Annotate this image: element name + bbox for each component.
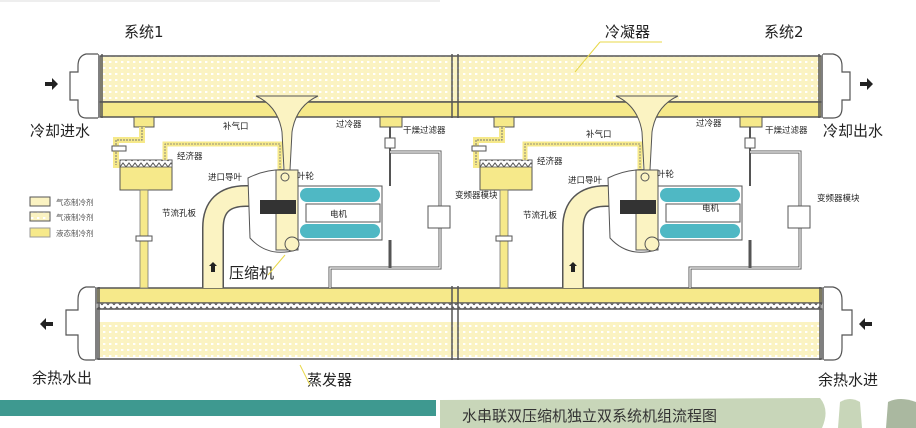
cooling-water-in-label: 冷却进水 (30, 122, 90, 140)
evaporator-right-head (819, 286, 853, 361)
subcooler-label-2: 过冷器 (696, 118, 722, 129)
legend-swatch-gas (29, 196, 51, 207)
dry-filter-label-1: 干燥过滤器 (403, 125, 446, 136)
condenser-label: 冷凝器 (605, 23, 650, 41)
evaporator-shell (96, 286, 823, 360)
compressor-label: 压缩机 (229, 264, 274, 282)
subcooler-label-1: 过冷器 (336, 119, 362, 130)
cooling-water-out-label: 冷却出水 (823, 122, 883, 140)
waste-heat-water-out-label: 余热水出 (32, 369, 92, 387)
system2-circuit (471, 95, 811, 289)
legend-label-gas: 气态制冷剂 (56, 197, 94, 207)
diagram-title: 水串联双压缩机独立双系统机组流程图 (462, 407, 717, 425)
inverter-module-label-1: 变频器模块 (455, 190, 498, 201)
evaporator-label: 蒸发器 (307, 371, 352, 389)
title-bar (0, 400, 436, 416)
inlet-guide-vane-label-1: 进口导叶 (208, 173, 243, 183)
leader-lines (267, 41, 662, 386)
title-banner-bg (440, 398, 826, 428)
make-up-port-label-2: 补气口 (586, 129, 612, 140)
condenser-left-head (69, 53, 103, 119)
make-up-port-label-1: 补气口 (223, 121, 249, 132)
system1-label: 系统1 (124, 23, 164, 41)
dry-filter-label-2: 干燥过滤器 (765, 125, 808, 136)
system2-label: 系统2 (764, 23, 804, 41)
legend-swatch-two-phase (29, 211, 51, 222)
orifice-plate-label-2: 节流孔板 (523, 210, 558, 221)
waste-heat-water-in-label: 余热水进 (818, 371, 878, 389)
decor-shape (886, 399, 916, 428)
evaporator-left-head (65, 286, 100, 361)
cooling-water-out-arrow-icon (860, 78, 873, 90)
decor-shape (838, 399, 862, 428)
economizer-label-2: 经济器 (537, 156, 563, 167)
motor-label-2: 电机 (702, 203, 720, 214)
impeller-label-2: 叶轮 (657, 169, 675, 180)
system1-circuit (111, 95, 451, 289)
orifice-plate-label-1: 节流孔板 (162, 208, 197, 219)
waste-heat-out-arrow-icon (40, 318, 53, 330)
inverter-module-label-2: 变频器模块 (817, 193, 860, 204)
legend-swatch-liquid (29, 227, 51, 238)
economizer-label-1: 经济器 (177, 151, 203, 162)
cooling-water-in-arrow-icon (45, 78, 58, 90)
impeller-label-1: 叶轮 (297, 171, 315, 182)
inlet-guide-vane-label-2: 进口导叶 (568, 176, 603, 186)
legend: 气态制冷剂 气液制冷剂 液态制冷剂 (29, 196, 94, 238)
motor-label-1: 电机 (330, 209, 348, 220)
legend-label-two-phase: 气液制冷剂 (56, 212, 94, 222)
condenser-shell (99, 54, 822, 118)
condenser-right-head (818, 53, 851, 119)
legend-label-liquid: 液态制冷剂 (56, 228, 94, 238)
waste-heat-in-arrow-icon (859, 318, 872, 330)
